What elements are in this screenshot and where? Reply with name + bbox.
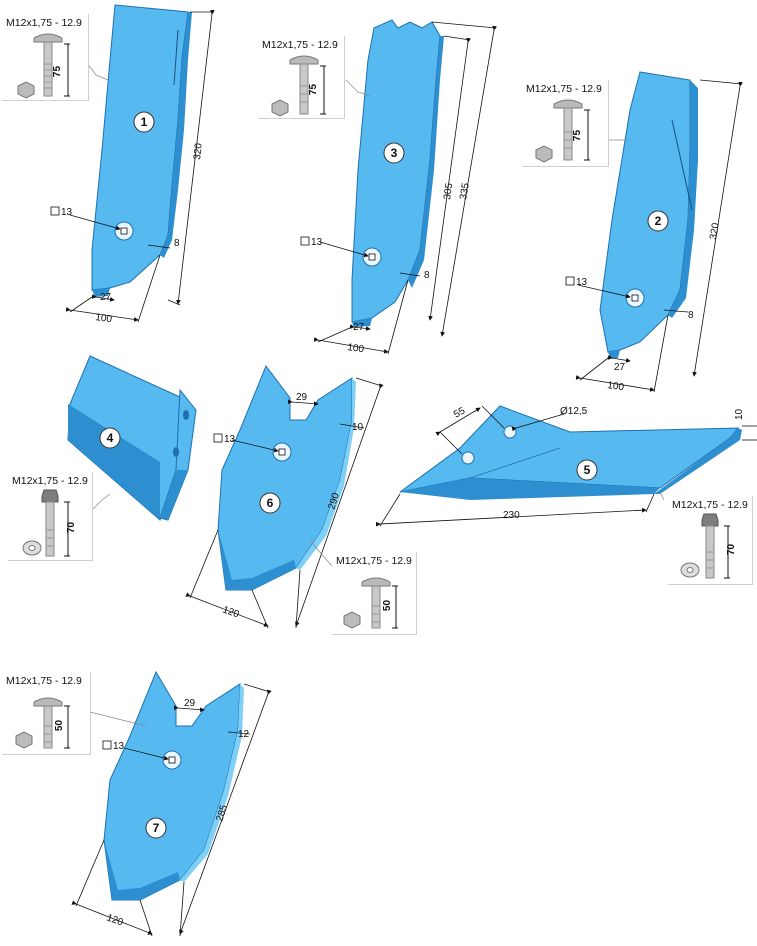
part-1-length-label: 320 — [192, 142, 205, 160]
part-1-tip-label: 27 — [100, 292, 112, 303]
part-2-tip-label: 27 — [614, 362, 626, 373]
part-1-width-label: 100 — [95, 312, 113, 325]
part-2-dim-labels: 320 8 27 100 13 — [565, 222, 722, 393]
bolt-3-spec: M12x1,75 - 12.9 — [262, 39, 338, 51]
bolt-leaders — [85, 61, 665, 727]
part-2-dimensions — [575, 79, 743, 393]
part-1-dim-labels: 320 8 27 100 13 — [50, 142, 205, 325]
part-3-shear-blade: 3 — [351, 19, 444, 327]
part-5-dim-labels: 230 55 Ø12,5 10 — [452, 405, 745, 521]
part-4-wing-blade: 4 — [67, 355, 197, 521]
part-5-length-label: 230 — [503, 510, 520, 521]
part-1-hole-label: 13 — [61, 207, 73, 218]
bolt-6-icon — [343, 577, 398, 629]
part-7-notch-label: 29 — [184, 698, 196, 709]
part-2-hole-label: 13 — [576, 277, 588, 288]
bolt-box-2: M12x1,75 - 12.9 75 — [522, 80, 609, 167]
part-3-tip-label: 27 — [353, 322, 365, 333]
bolt-4-icon — [22, 489, 70, 557]
part-4-number: 4 — [107, 431, 114, 445]
part-6-dimensions — [185, 377, 384, 629]
part-3-length-inner-label: 305 — [442, 182, 455, 200]
part-5-number: 5 — [584, 463, 591, 477]
bolt-6-length: 50 — [382, 599, 394, 612]
bolt-box-1: M12x1,75 - 12.9 75 — [2, 14, 89, 101]
bolt-7-spec: M12x1,75 - 12.9 — [6, 675, 82, 687]
bolt-5-spec: M12x1,75 - 12.9 — [672, 499, 748, 511]
part-2-number: 2 — [655, 214, 662, 228]
part-1-dimensions — [65, 9, 215, 323]
bolt-1-length: 75 — [52, 65, 64, 78]
part-6-hole-label: 13 — [224, 434, 236, 445]
part-1-thickness-label: 8 — [174, 238, 180, 249]
part-5-flat-share: 5 — [399, 405, 742, 500]
part-5-hole-diameter-label: Ø12,5 — [560, 406, 588, 417]
part-6-width-label: 120 — [221, 604, 241, 620]
bolt-box-7: M12x1,75 - 12.9 50 — [2, 672, 91, 755]
part-1-number: 1 — [141, 115, 148, 129]
part-3-dim-labels: 305 335 8 27 100 13 — [300, 182, 472, 355]
bolt-6-spec: M12x1,75 - 12.9 — [336, 555, 412, 567]
bolt-4-spec: M12x1,75 - 12.9 — [12, 475, 88, 487]
part-3-hole-label: 13 — [311, 237, 323, 248]
part-7-number: 7 — [153, 821, 160, 835]
part-3-number: 3 — [391, 146, 398, 160]
bolt-7-length: 50 — [54, 719, 66, 732]
part-6-number: 6 — [267, 496, 274, 510]
part-1-shear-blade: 1 — [91, 4, 192, 297]
bolt-box-3: M12x1,75 - 12.9 75 — [258, 36, 345, 119]
bolt-2-spec: M12x1,75 - 12.9 — [526, 83, 602, 95]
part-2-width-label: 100 — [607, 380, 625, 393]
part-3-length-outer-label: 335 — [458, 182, 472, 201]
bolt-3-length: 75 — [308, 83, 320, 96]
part-5-thickness-label: 10 — [734, 408, 745, 420]
part-6-length-label: 290 — [326, 491, 342, 511]
part-3-width-label: 100 — [347, 342, 365, 355]
part-7-width-label: 120 — [105, 912, 125, 928]
part-2-shear-blade: 2 — [599, 71, 698, 358]
part-7-length-label: 285 — [214, 803, 230, 823]
bolt-box-4: M12x1,75 - 12.9 70 — [8, 472, 93, 561]
part-7-dimensions — [71, 683, 272, 937]
bolt-5-length: 70 — [726, 543, 738, 556]
bolt-box-5: M12x1,75 - 12.9 70 — [668, 496, 753, 585]
part-7-point-share: 7 — [103, 670, 244, 901]
part-2-length-label: 320 — [708, 222, 722, 241]
bolt-1-icon — [17, 33, 70, 99]
bolt-5-icon — [680, 513, 730, 579]
part-2-thickness-label: 8 — [688, 310, 694, 321]
bolt-2-icon — [535, 99, 590, 163]
bolt-2-length: 75 — [572, 129, 584, 142]
part-7-thickness-label: 12 — [238, 729, 250, 740]
bolt-box-6: M12x1,75 - 12.9 50 — [332, 552, 417, 635]
bolt-3-icon — [271, 55, 326, 117]
part-3-thickness-label: 8 — [424, 270, 430, 281]
bolt-7-icon — [15, 697, 70, 749]
part-7-hole-label: 13 — [113, 741, 125, 752]
part-5-spacing-label: 55 — [452, 405, 468, 420]
bolt-1-spec: M12x1,75 - 12.9 — [6, 17, 82, 29]
bolt-4-length: 70 — [66, 521, 78, 534]
part-6-thickness-label: 10 — [352, 422, 364, 433]
part-6-notch-label: 29 — [296, 392, 308, 403]
part-3-dimensions — [313, 21, 498, 355]
